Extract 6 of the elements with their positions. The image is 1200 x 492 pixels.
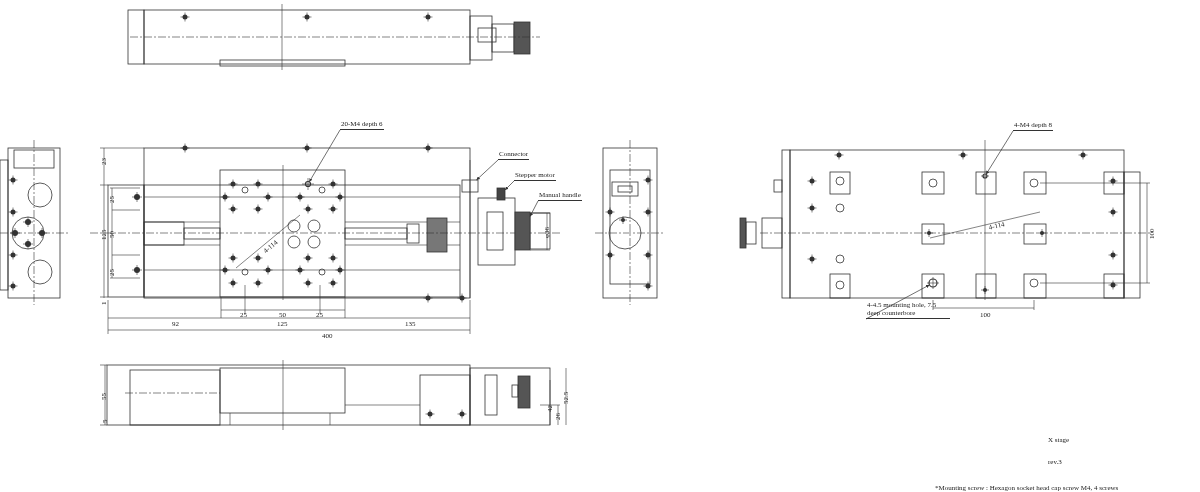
tapped-hole xyxy=(928,278,938,288)
tapped-hole xyxy=(304,180,312,188)
tapped-hole xyxy=(982,173,988,179)
part-block xyxy=(496,187,506,201)
part-block xyxy=(461,179,479,193)
part-block xyxy=(514,211,531,251)
